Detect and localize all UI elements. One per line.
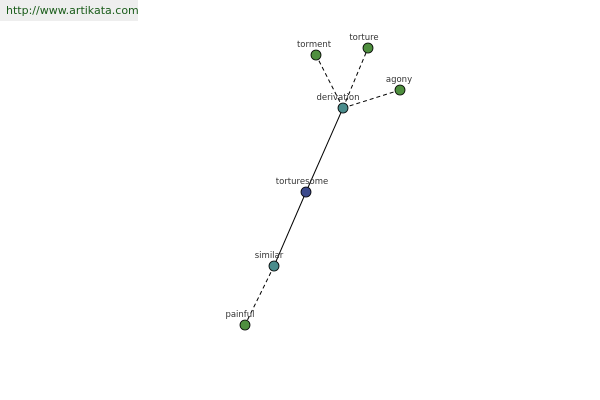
node-label-torture: torture — [349, 33, 378, 43]
edge-derivation-torment — [315, 54, 344, 109]
edge-torturesome-derivation — [305, 107, 344, 193]
node-similar[interactable]: similar — [255, 251, 284, 272]
node-agony[interactable]: agony — [386, 75, 412, 96]
node-torturesome[interactable]: torturesome — [276, 177, 328, 198]
edge-derivation-agony — [342, 89, 401, 109]
node-torture[interactable]: torture — [349, 33, 379, 54]
edge-torturesome-similar — [273, 191, 307, 267]
site-url-link[interactable]: http://www.artikata.com — [0, 0, 139, 21]
node-dot-derivation[interactable] — [337, 102, 349, 114]
node-dot-agony[interactable] — [394, 84, 406, 96]
node-derivation[interactable]: derivation — [316, 93, 360, 114]
node-dot-painful[interactable] — [239, 319, 251, 331]
node-label-similar: similar — [255, 251, 284, 261]
node-label-torturesome: torturesome — [276, 177, 328, 187]
node-painful[interactable]: painful — [225, 310, 255, 331]
node-dot-torture[interactable] — [362, 42, 374, 54]
node-label-torment: torment — [297, 40, 332, 50]
node-label-agony: agony — [386, 75, 412, 85]
node-label-painful: painful — [225, 310, 254, 320]
edge-similar-painful — [244, 265, 275, 326]
nodes-layer: torturesome derivation similar torment tortu… — [225, 33, 412, 331]
edges-layer — [244, 47, 401, 326]
node-dot-torment[interactable] — [310, 49, 322, 61]
edge-derivation-torture — [342, 47, 369, 109]
node-torment[interactable]: torment — [297, 40, 332, 61]
node-dot-similar[interactable] — [268, 260, 280, 272]
node-label-derivation: derivation — [316, 93, 359, 103]
node-dot-torturesome[interactable] — [300, 186, 312, 198]
